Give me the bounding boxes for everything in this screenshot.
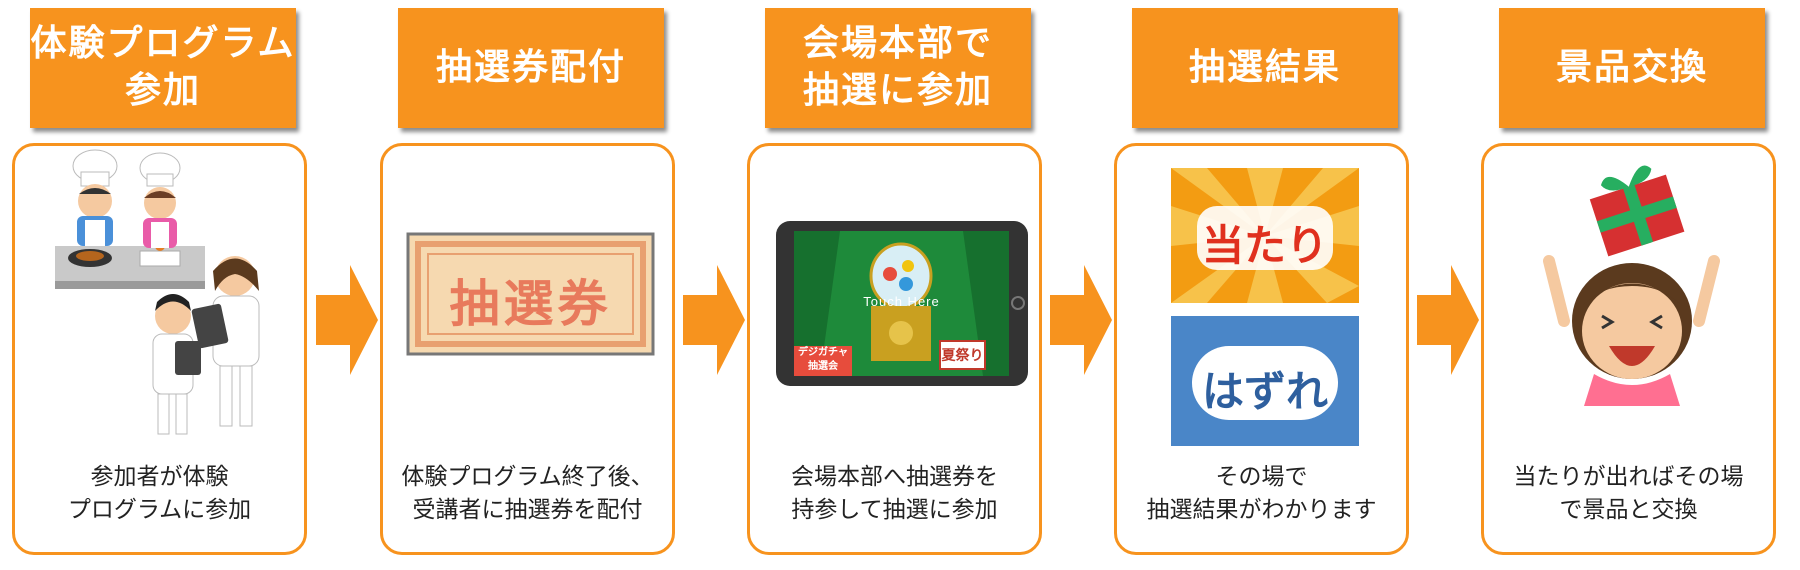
step-1: 体験プログラム 参加 <box>10 0 315 570</box>
gift-box-icon <box>1589 165 1685 257</box>
step-2-caption: 体験プログラム終了後、 受講者に抽選券を配付 <box>401 464 654 524</box>
step-4: 抽選結果 当たり はずれ その場で 抽選結果がわかります <box>1112 0 1417 570</box>
step-4-caption: その場で 抽選結果がわかります <box>1146 464 1377 524</box>
step-5-title: 景品交換 <box>1499 8 1765 128</box>
win-card-icon <box>1171 168 1359 451</box>
lose-text: はずれ <box>1201 367 1328 416</box>
tablet-badge-right: 夏祭り <box>941 348 984 364</box>
arrow-right-icon <box>316 265 378 375</box>
arrow-right-icon <box>1050 265 1112 375</box>
step-5: 景品交換 当たりが出ればその場 で景品と交換 <box>1479 0 1784 570</box>
step-3-title: 会場本部で 抽選に参加 <box>765 8 1031 128</box>
step-1-title: 体験プログラム 参加 <box>30 8 296 128</box>
step-3-panel: Touch Here デジガチャ 抽選会 夏祭り 会場本部へ抽選券を 持参して抽… <box>747 143 1042 555</box>
step-4-panel: 当たり はずれ その場で 抽選結果がわかります <box>1114 143 1409 555</box>
ticket-text: 抽選券 <box>449 275 612 333</box>
result-cards: 当たり はずれ <box>1117 146 1412 451</box>
happy-person-icon <box>1543 255 1720 406</box>
tablet: Touch Here デジガチャ 抽選会 夏祭り <box>750 146 1045 446</box>
step-2-title: 抽選券配付 <box>398 8 664 128</box>
step-5-panel: 当たりが出ればその場 で景品と交換 <box>1481 143 1776 555</box>
lottery-ticket: 抽選券 <box>383 146 678 446</box>
step-5-caption: 当たりが出ればその場 で景品と交換 <box>1513 464 1744 524</box>
step-2-panel: 抽選券 体験プログラム終了後、 受講者に抽選券を配付 <box>380 143 675 555</box>
cooking-chefs-icon <box>55 149 205 289</box>
tablet-gacha-icon <box>776 221 1028 386</box>
step-3: 会場本部で 抽選に参加 Touch Here デジガチャ 抽選会 夏祭り 会場本… <box>745 0 1050 570</box>
tablet-badge-left: デジガチャ 抽選会 <box>798 347 848 372</box>
nurses-icon <box>152 256 260 435</box>
step-4-title: 抽選結果 <box>1132 8 1398 128</box>
step-2: 抽選券配付 抽選券 体験プログラム終了後、 受講者に抽選券を配付 <box>378 0 683 570</box>
arrow-right-icon <box>1417 265 1479 375</box>
step-1-panel: 参加者が体験 プログラムに参加 <box>12 143 307 555</box>
arrow-right-icon <box>683 265 745 375</box>
step-3-caption: 会場本部へ抽選券を 持参して抽選に参加 <box>791 464 998 524</box>
tablet-screen-text[interactable]: Touch Here <box>863 294 940 309</box>
lottery-ticket-icon <box>406 232 655 356</box>
step-1-caption: 参加者が体験 プログラムに参加 <box>67 464 252 524</box>
win-text: 当たり <box>1201 221 1328 270</box>
